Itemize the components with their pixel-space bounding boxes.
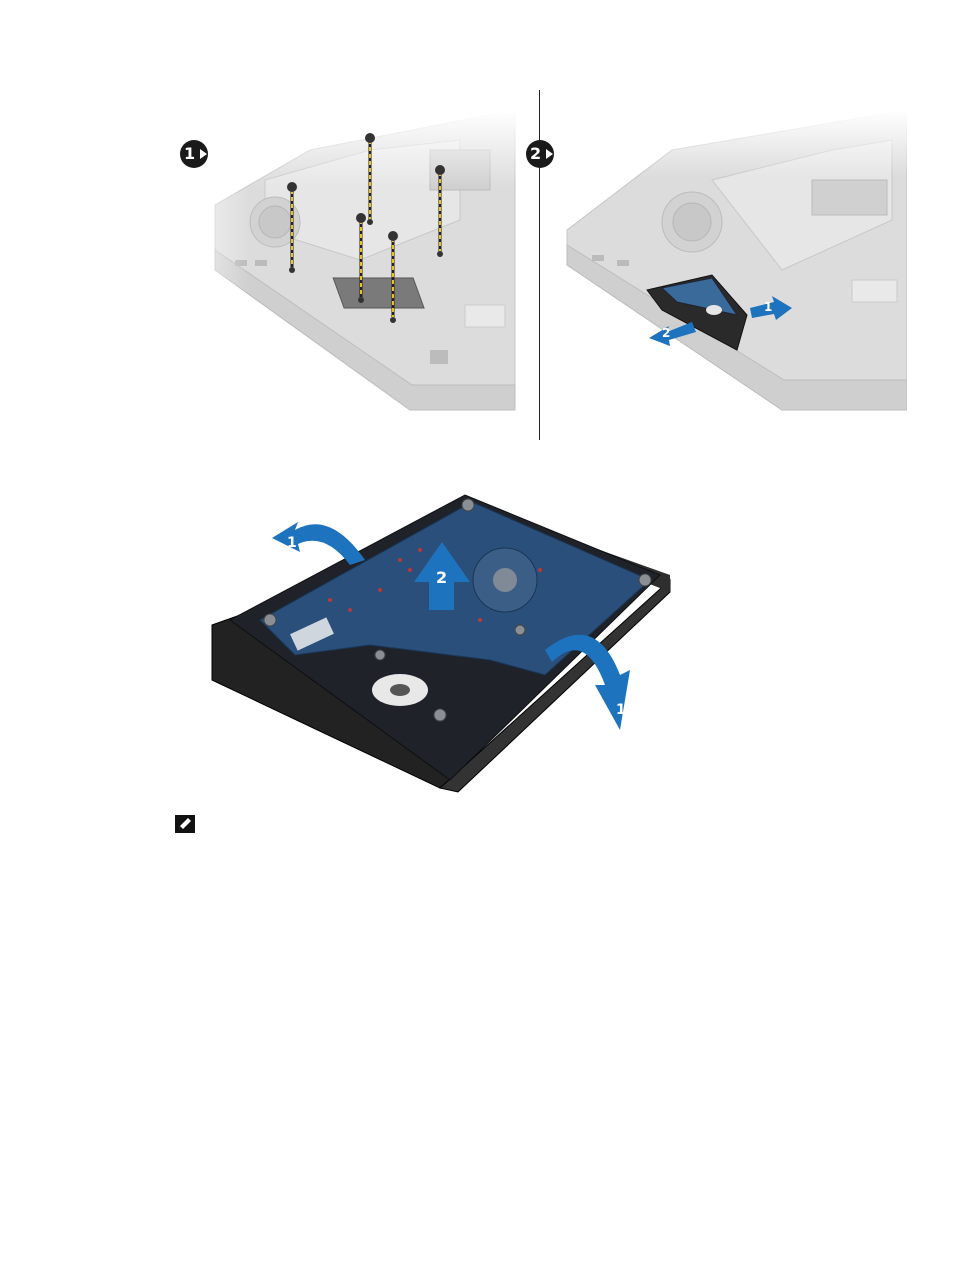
- arrow-lift-label: 2: [436, 568, 447, 587]
- step-2-number: 2: [530, 144, 541, 164]
- arrow-step2-1-label: 1: [764, 300, 772, 314]
- figure-step-1: [160, 110, 520, 420]
- figure-step-2: 1 2: [552, 110, 907, 415]
- arrow-rotate-up-label: 1: [287, 535, 297, 551]
- step-1-badge: 1: [178, 138, 210, 170]
- pencil-note-icon: [175, 815, 195, 833]
- arrow-step2-2-label: 2: [662, 326, 670, 340]
- step-1-number: 1: [184, 144, 195, 164]
- figure-hard-drive-bracket: 1 2 1: [200, 480, 680, 800]
- arrow-rotate-up: [272, 522, 365, 565]
- arrow-rotate-down-label: 1: [616, 702, 626, 718]
- step-2-badge: 2: [524, 138, 556, 170]
